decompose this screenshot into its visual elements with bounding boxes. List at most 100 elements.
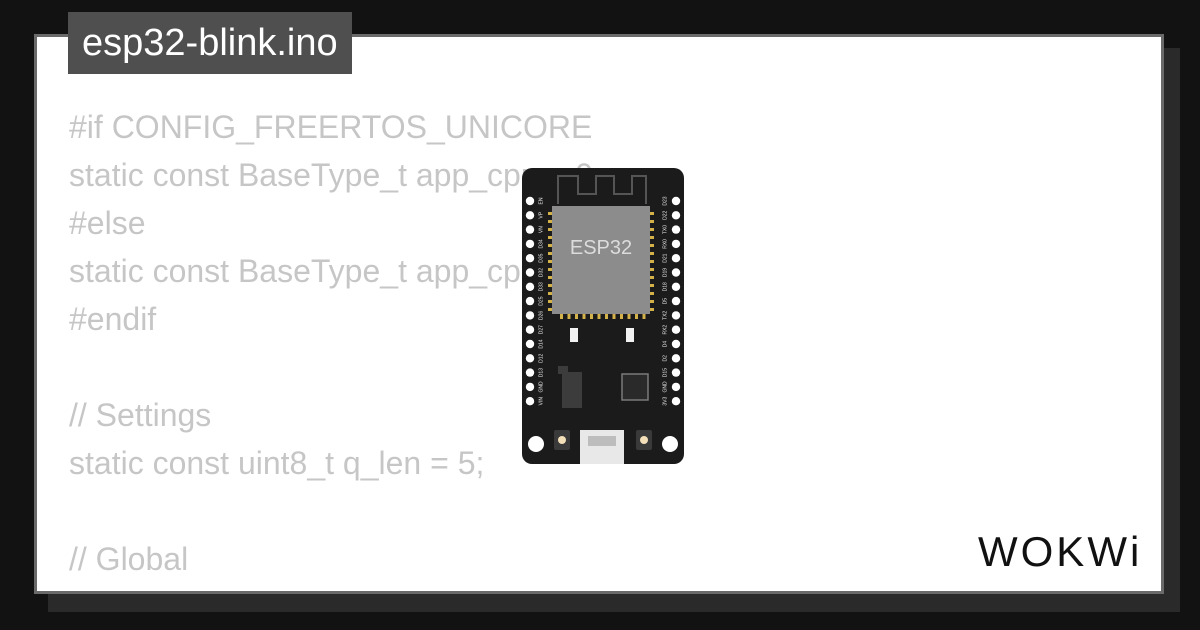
- chip-pad: [649, 212, 654, 215]
- code-line: // Global: [69, 541, 189, 577]
- button-cap-icon: [558, 436, 566, 444]
- code-line: static const BaseType_t app_cpu = 0;: [69, 157, 602, 193]
- chip-pad: [605, 313, 608, 319]
- chip-pad: [548, 292, 553, 295]
- pin-label: D5: [662, 298, 668, 305]
- chip-pad: [582, 313, 586, 319]
- esp32-chip: [552, 206, 650, 314]
- chip-pad: [649, 300, 654, 303]
- chip-pad: [649, 292, 654, 295]
- pin-label: D27: [538, 325, 544, 334]
- code-line: [69, 487, 602, 535]
- pin-label: GND: [538, 381, 544, 393]
- chip-pad: [649, 308, 654, 311]
- chip-pad: [548, 268, 553, 271]
- pin-hole-icon: [671, 382, 681, 392]
- chip-pad: [567, 313, 571, 319]
- pin-label: D34: [538, 239, 544, 248]
- chip-pad: [649, 252, 654, 255]
- chip-pad: [649, 228, 654, 231]
- pin-label: D22: [662, 211, 668, 220]
- micro-usb-slot-icon: [588, 436, 616, 446]
- chip-pad: [620, 313, 623, 319]
- pin-label: D15: [662, 368, 668, 377]
- smd-component: [626, 328, 634, 342]
- chip-pad: [649, 244, 654, 247]
- code-line: static QueueHandle_t msg_queue;: [69, 583, 602, 591]
- pin-label: D21: [662, 253, 668, 262]
- pin-hole-icon: [671, 296, 681, 306]
- chip-pad: [548, 260, 553, 263]
- pin-hole-icon: [525, 225, 535, 234]
- chip-pad: [649, 260, 654, 263]
- code-line: static const uint8_t q_len = 5;: [69, 445, 485, 481]
- pin-hole-icon: [525, 254, 535, 263]
- chip-pad: [548, 212, 553, 215]
- pin-hole-icon: [525, 239, 535, 249]
- pin-hole-icon: [525, 368, 535, 377]
- pin-label: RX2: [662, 325, 668, 335]
- file-title: esp32-blink.ino: [68, 12, 352, 74]
- pin-hole-icon: [671, 211, 681, 220]
- code-line: #else: [69, 205, 146, 241]
- code-line: // Settings: [69, 397, 212, 433]
- pin-label: 3V3: [662, 397, 668, 406]
- chip-pad: [575, 313, 578, 319]
- pin-label: D23: [662, 196, 668, 205]
- chip-pad: [548, 276, 553, 279]
- pin-label: D4: [662, 341, 668, 348]
- pin-hole-icon: [671, 354, 681, 363]
- chip-label: ESP32: [570, 237, 632, 259]
- code-line: #endif: [69, 301, 157, 337]
- pin-hole-icon: [525, 196, 535, 206]
- chip-pad: [649, 268, 654, 271]
- chip-pad: [627, 313, 631, 319]
- pin-hole-icon: [525, 211, 535, 220]
- pin-hole-icon: [671, 239, 681, 249]
- pin-hole-icon: [671, 311, 681, 320]
- pin-label: D32: [538, 268, 544, 277]
- chip-pad: [548, 252, 553, 255]
- pin-label: D18: [662, 282, 668, 291]
- pin-label: D26: [538, 311, 544, 320]
- pin-hole-icon: [525, 268, 535, 277]
- pin-hole-icon: [525, 282, 535, 291]
- usb-uart-chip: [621, 373, 649, 401]
- pin-label: RX0: [662, 239, 668, 249]
- chip-pad: [548, 236, 553, 239]
- chip-pad: [548, 308, 553, 311]
- pin-label: GND: [662, 381, 668, 393]
- chip-pad: [548, 284, 553, 287]
- pin-hole-icon: [671, 225, 681, 234]
- pin-hole-icon: [671, 339, 681, 349]
- micro-usb-port: [580, 430, 624, 464]
- chip-pad: [635, 313, 638, 319]
- pin-label: D25: [538, 296, 544, 305]
- pin-hole-icon: [671, 196, 681, 206]
- pin-hole-icon: [525, 382, 535, 392]
- chip-pad: [548, 244, 553, 247]
- chip-pad: [548, 228, 553, 231]
- pin-hole-icon: [671, 268, 681, 277]
- pin-label: TX2: [662, 311, 668, 320]
- voltage-regulator-tab: [558, 366, 568, 374]
- pin-label: VP: [538, 211, 544, 218]
- pin-hole-icon: [671, 397, 681, 406]
- chip-pad: [560, 313, 563, 319]
- mount-hole-icon: [528, 436, 544, 452]
- wokwi-logo-text: WOKWi: [978, 528, 1142, 575]
- pin-hole-icon: [525, 311, 535, 320]
- pin-label: D35: [538, 253, 544, 262]
- chip-pad: [649, 220, 654, 223]
- pin-label: D19: [662, 268, 668, 277]
- chip-pad: [548, 220, 553, 223]
- chip-pad: [642, 313, 646, 319]
- chip-pad: [590, 313, 593, 319]
- pin-label: D14: [538, 339, 544, 348]
- pin-hole-icon: [671, 325, 681, 334]
- pin-hole-icon: [525, 325, 535, 334]
- pin-hole-icon: [525, 339, 535, 349]
- pin-hole-icon: [525, 397, 535, 406]
- chip-pad: [597, 313, 601, 319]
